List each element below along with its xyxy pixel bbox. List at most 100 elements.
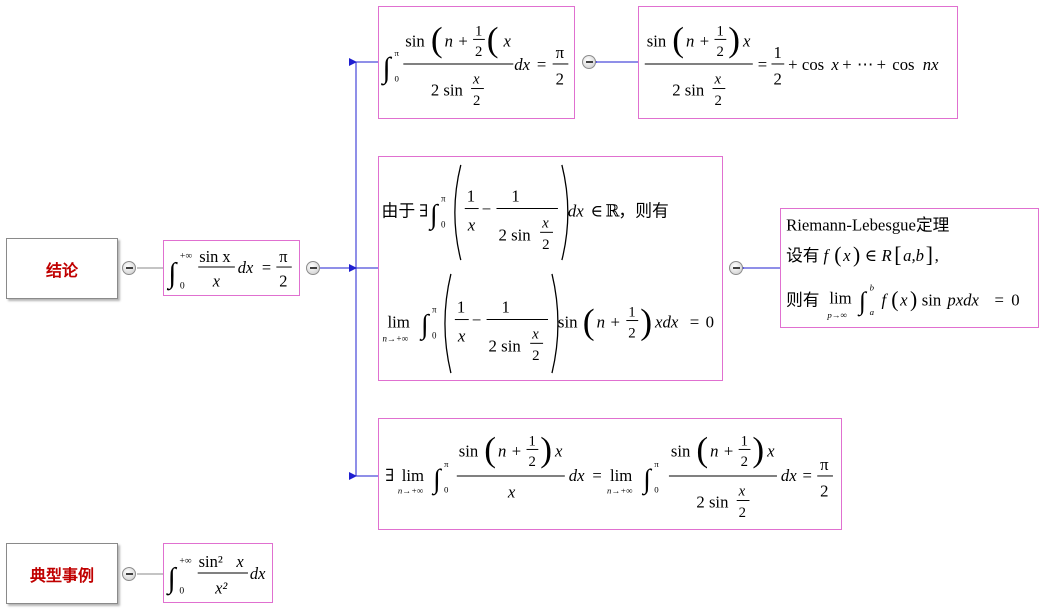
svg-text:n→+∞: n→+∞: [607, 486, 633, 496]
svg-text:]: ]: [926, 243, 933, 267]
collapse-toggle-dirichlet[interactable]: [582, 55, 596, 69]
collapse-toggle-application[interactable]: [729, 261, 743, 275]
svg-text:0: 0: [654, 485, 659, 495]
svg-text:2: 2: [473, 93, 480, 109]
example-integral-node[interactable]: ∫ 0 +∞ sin² x x² dx: [163, 543, 273, 603]
svg-text:∫: ∫: [166, 563, 178, 596]
svg-text:): ): [728, 19, 740, 59]
svg-text:n: n: [686, 31, 694, 50]
svg-text:x: x: [742, 31, 751, 50]
svg-text:+: +: [842, 55, 851, 74]
svg-text:2: 2: [820, 482, 828, 501]
svg-text:dx: dx: [781, 466, 797, 485]
svg-text:=: =: [758, 55, 767, 74]
svg-text:，则有: ，则有: [618, 201, 668, 220]
svg-text:sin: sin: [671, 441, 691, 460]
svg-text:1: 1: [741, 434, 748, 450]
svg-text:a: a: [870, 307, 875, 317]
svg-text:dx: dx: [238, 258, 254, 277]
svg-text:0: 0: [432, 330, 437, 340]
svg-text:sin x: sin x: [199, 247, 230, 266]
svg-text:x: x: [235, 552, 244, 571]
svg-text:sin: sin: [558, 312, 578, 331]
svg-text:x: x: [457, 326, 466, 345]
svg-text:x: x: [842, 246, 851, 265]
svg-text:+: +: [877, 55, 886, 74]
svg-text:lim: lim: [387, 312, 409, 331]
collapse-toggle-examples[interactable]: [122, 567, 136, 581]
svg-text:π: π: [432, 305, 437, 315]
dirichlet-kernel-node[interactable]: sin ( n + 1 2 ) x 2 sin x 2 = 1 2 + cos …: [638, 6, 958, 119]
svg-text:2: 2: [475, 44, 482, 60]
dirichlet-integral-formula: ∫ 0 π sin ( n + 1 2 ( x 2 sin x 2 dx = π…: [381, 19, 569, 109]
svg-text:x: x: [531, 326, 539, 342]
examples-label: 典型事例: [29, 565, 94, 585]
svg-text:dx: dx: [568, 201, 584, 220]
svg-text:2: 2: [628, 325, 635, 341]
svg-text:则有: 则有: [786, 290, 819, 309]
svg-text:∫: ∫: [641, 463, 653, 496]
svg-text:dx: dx: [569, 466, 585, 485]
svg-text:0: 0: [394, 74, 399, 84]
svg-text:n: n: [498, 441, 506, 460]
svg-text:⋯: ⋯: [857, 55, 874, 74]
svg-text:n: n: [597, 312, 605, 331]
svg-text:): ): [752, 429, 764, 469]
svg-text:∫: ∫: [431, 463, 443, 496]
svg-text:x: x: [212, 271, 221, 290]
svg-text:1: 1: [628, 305, 635, 321]
collapse-toggle-conclusion[interactable]: [122, 261, 136, 275]
svg-text:(: (: [891, 287, 898, 311]
limit-equality-formula: ∃ lim n→+∞ ∫ 0 π sin ( n + 1 2 ) x x dx …: [385, 429, 833, 521]
svg-text:1: 1: [467, 187, 475, 206]
svg-text:(: (: [487, 19, 499, 59]
svg-text:−: −: [472, 310, 482, 329]
svg-text:): ): [853, 243, 860, 267]
svg-text:1: 1: [501, 298, 509, 317]
svg-text:+: +: [458, 31, 467, 50]
dirichlet-integral-node[interactable]: ∫ 0 π sin ( n + 1 2 ( x 2 sin x 2 dx = π…: [378, 6, 575, 119]
svg-text:b: b: [870, 283, 875, 293]
riemann-lebesgue-application-node[interactable]: 由于 ∃ ∫ 0 π 1 x − 1 2 sin x 2 dx ∈ ℝ ，则有 …: [378, 156, 723, 381]
conclusion-label: 结论: [45, 260, 78, 280]
svg-text:a,b: a,b: [903, 246, 924, 265]
riemann-lebesgue-theorem-node[interactable]: Riemann-Lebesgue定理 设有 f ( x ) ∈ R [ a,b …: [780, 208, 1039, 328]
conclusion-label-box[interactable]: 结论: [6, 238, 118, 299]
svg-text:sin: sin: [922, 290, 942, 309]
svg-text:∫: ∫: [419, 309, 431, 341]
svg-text:π: π: [279, 247, 288, 266]
svg-text:0: 0: [706, 312, 714, 331]
svg-text:∫: ∫: [166, 257, 178, 290]
examples-label-box[interactable]: 典型事例: [6, 543, 118, 604]
svg-text:2: 2: [532, 348, 539, 364]
svg-text:lim: lim: [829, 288, 851, 307]
svg-text:1: 1: [457, 298, 465, 317]
svg-text:dx: dx: [514, 55, 530, 74]
svg-text:π: π: [441, 194, 446, 204]
svg-text:0: 0: [441, 219, 446, 229]
svg-text:n→+∞: n→+∞: [383, 333, 409, 343]
svg-text:n: n: [710, 441, 718, 460]
svg-text:x: x: [507, 483, 516, 502]
svg-text:2: 2: [716, 44, 723, 60]
svg-text:由于: 由于: [382, 201, 416, 220]
root-integral-node[interactable]: ∫ 0 +∞ sin x x dx = π 2: [163, 240, 300, 296]
svg-text:0: 0: [179, 585, 184, 596]
svg-text:x: x: [738, 484, 746, 500]
svg-text:2: 2: [739, 505, 746, 521]
svg-text:sin: sin: [405, 31, 425, 50]
svg-text:(: (: [672, 19, 684, 59]
collapse-toggle-root[interactable]: [306, 261, 320, 275]
svg-text:R: R: [880, 246, 891, 265]
svg-text:2: 2: [528, 454, 535, 470]
svg-text:n→+∞: n→+∞: [398, 486, 424, 496]
svg-text:x: x: [467, 215, 476, 234]
svg-text:+: +: [512, 441, 521, 460]
svg-text:2: 2: [773, 70, 781, 89]
limit-equality-node[interactable]: ∃ lim n→+∞ ∫ 0 π sin ( n + 1 2 ) x x dx …: [378, 418, 842, 530]
svg-text:π: π: [394, 48, 399, 58]
svg-text:∈: ∈: [591, 201, 603, 220]
svg-text:2 sin: 2 sin: [498, 225, 531, 244]
svg-text:): ): [640, 301, 652, 341]
